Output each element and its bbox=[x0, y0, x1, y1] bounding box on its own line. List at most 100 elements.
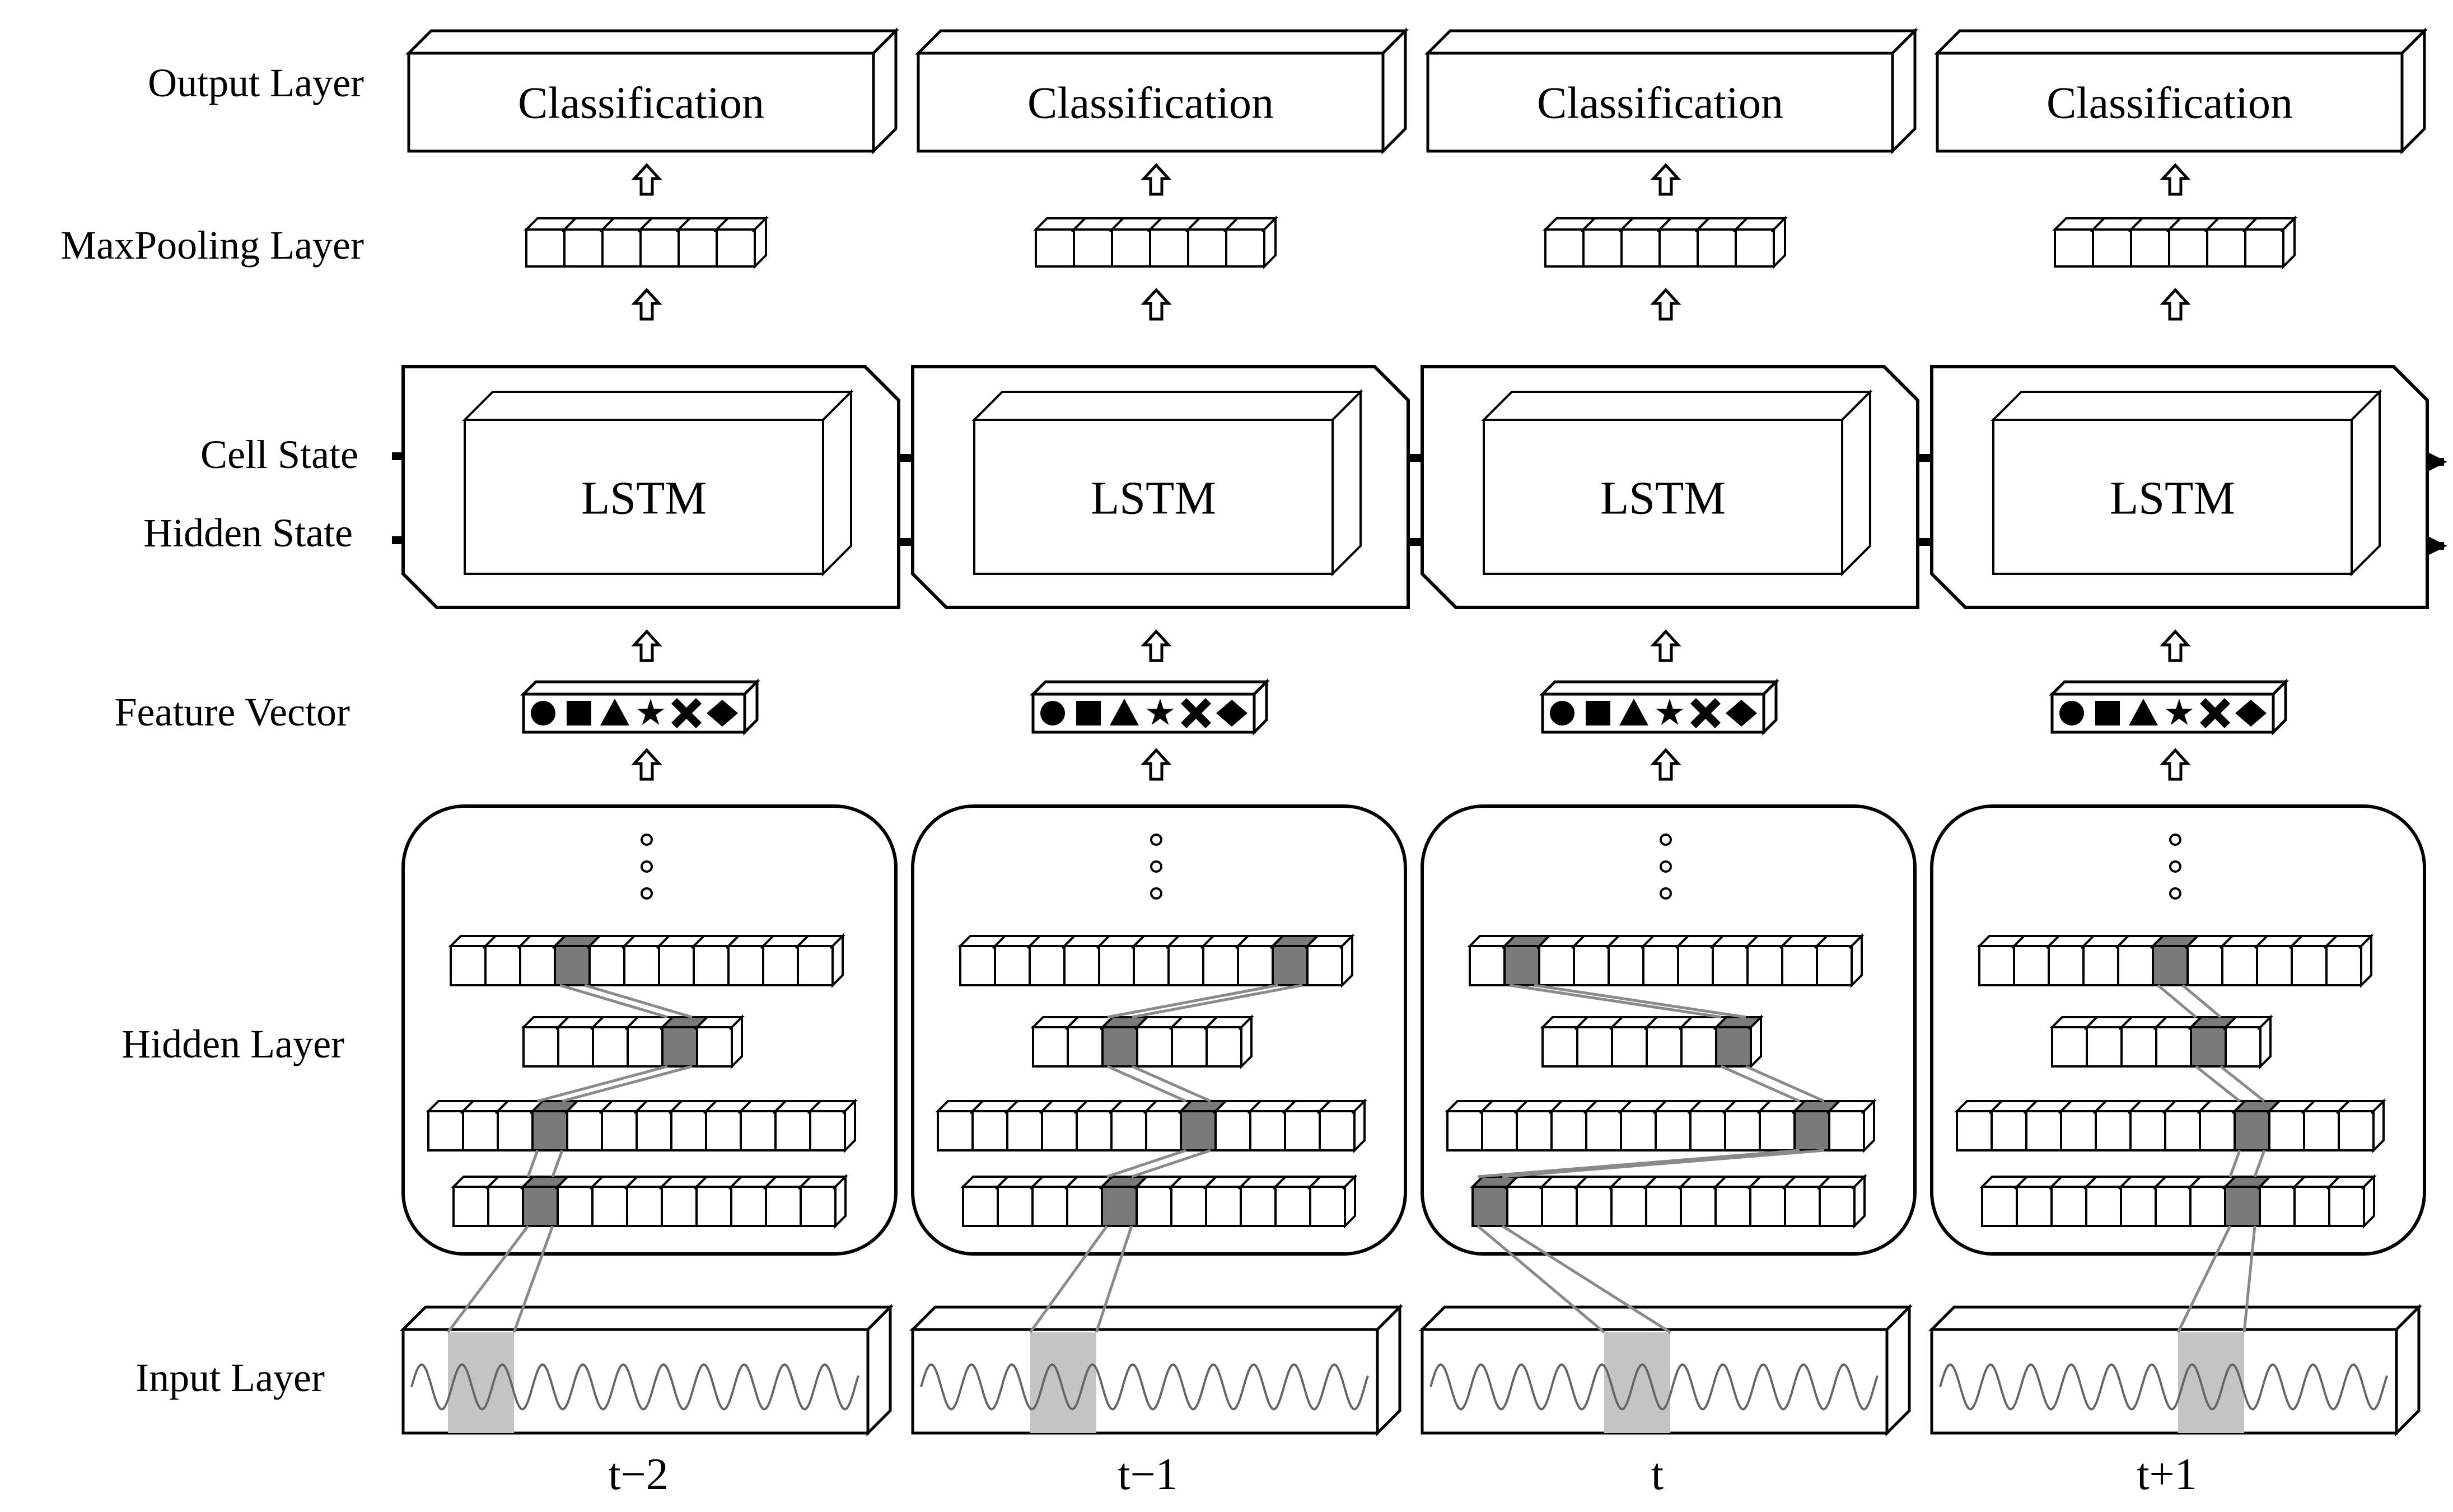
hidden-strip-0-cell bbox=[1573, 945, 1610, 986]
hidden-strip-3-cell bbox=[1240, 1186, 1277, 1227]
hidden-strip-3-cell bbox=[1136, 1186, 1172, 1227]
hidden-strip-1-cell bbox=[1576, 1026, 1613, 1068]
hidden-strip-3-cell bbox=[730, 1186, 767, 1227]
star-icon bbox=[1656, 699, 1684, 725]
row-label-input-layer: Input Layer bbox=[136, 1355, 325, 1400]
hidden-strip-3-cell bbox=[1981, 1186, 2018, 1227]
arrow-up-icon bbox=[2160, 288, 2191, 321]
hidden-strip-1-cell bbox=[2155, 1026, 2192, 1068]
hidden-strip-2-cell bbox=[2164, 1110, 2201, 1151]
lstm-box-side bbox=[2351, 389, 2381, 577]
hidden-strip-2-cell bbox=[809, 1110, 846, 1151]
lstm-box-top bbox=[462, 391, 854, 421]
hidden-strip-2-cell bbox=[2303, 1110, 2340, 1151]
hidden-strip-2-cell bbox=[2234, 1110, 2270, 1151]
hidden-strip-3-cell bbox=[1066, 1186, 1103, 1227]
maxpool-strip-cell bbox=[1620, 228, 1661, 268]
hidden-strip-0-end bbox=[831, 933, 844, 988]
maxpool-strip bbox=[2052, 216, 2297, 269]
cross-icon bbox=[2200, 698, 2230, 728]
hidden-strip-3-cell bbox=[1576, 1186, 1613, 1227]
square-icon bbox=[1586, 701, 1610, 725]
hidden-strip-1-cell bbox=[1611, 1026, 1648, 1068]
classification-box-top bbox=[1424, 29, 1919, 55]
maxpool-strip-cell bbox=[1073, 228, 1113, 268]
classification-label: Classification bbox=[1537, 79, 1783, 128]
hidden-strip-3 bbox=[451, 1174, 848, 1229]
maxpool-strip-cell bbox=[1735, 228, 1775, 268]
input-layer-box-top bbox=[399, 1305, 894, 1331]
feature-symbols bbox=[531, 698, 738, 728]
hidden-strip-2-cell bbox=[1724, 1110, 1761, 1151]
input-signal-wave bbox=[920, 1363, 1369, 1411]
ellipsis-dot bbox=[641, 887, 653, 900]
hidden-strip-3-cell bbox=[1645, 1186, 1682, 1227]
hidden-strip-2-cell bbox=[2338, 1110, 2375, 1151]
lstm-box-top bbox=[971, 391, 1363, 421]
classification-box-side bbox=[1381, 27, 1407, 155]
connector-line bbox=[584, 984, 693, 1019]
row-label-hidden-layer: Hidden Layer bbox=[122, 1022, 344, 1066]
connector-line bbox=[1106, 1149, 1186, 1178]
circle-icon bbox=[2059, 701, 2084, 725]
hidden-strip-3-cell bbox=[626, 1186, 663, 1227]
cross-icon-b bbox=[1690, 698, 1721, 728]
ellipsis-dot bbox=[2169, 860, 2181, 873]
hidden-strip-0-cell bbox=[1642, 945, 1679, 986]
diamond-icon bbox=[1726, 700, 1757, 727]
lstm-box-front bbox=[1483, 419, 1843, 575]
hidden-strip-3-cell bbox=[2016, 1186, 2053, 1227]
arrow-up-icon bbox=[631, 629, 662, 662]
maxpool-strip-cell bbox=[1225, 228, 1265, 268]
hidden-strip-0-cell bbox=[1538, 945, 1575, 986]
arrow-up-icon bbox=[1141, 748, 1172, 781]
ellipsis-dot bbox=[641, 834, 653, 846]
lstm-box-front bbox=[464, 419, 824, 575]
maxpool-strip-cell bbox=[2244, 228, 2284, 268]
hidden-strip-0-end bbox=[1341, 933, 1353, 988]
lstm-label: LSTM bbox=[1600, 472, 1726, 525]
hidden-strip-1-cell bbox=[1680, 1026, 1717, 1068]
hidden-strip-2-cell bbox=[1076, 1110, 1113, 1151]
hidden-strip-2-cell bbox=[462, 1110, 499, 1151]
hidden-strip-2-cell bbox=[1284, 1110, 1321, 1151]
classification-box bbox=[405, 27, 900, 155]
maxpool-strip bbox=[524, 216, 769, 269]
hidden-strip-0 bbox=[1977, 933, 2374, 988]
hidden-strip-3-end bbox=[834, 1174, 847, 1229]
hidden-strip-3-cell bbox=[1541, 1186, 1578, 1227]
cross-icon bbox=[1690, 698, 1721, 728]
hidden-strip-0-cell bbox=[1272, 945, 1309, 986]
classification-box-top bbox=[914, 29, 1409, 55]
input-layer-box-front bbox=[1930, 1328, 2398, 1435]
hidden-strip-0-cell bbox=[554, 945, 591, 986]
classification-box-side bbox=[2400, 27, 2426, 155]
hidden-strip-3-cell bbox=[2085, 1186, 2122, 1227]
diamond-icon bbox=[2235, 700, 2267, 727]
cross-icon-b bbox=[2200, 698, 2230, 728]
input-layer-box-side bbox=[1885, 1303, 1911, 1437]
hidden-strip-0-cell bbox=[588, 945, 625, 986]
hidden-strip-1-cell bbox=[1541, 1026, 1578, 1068]
hidden-strip-3-cell bbox=[1714, 1186, 1751, 1227]
hidden-strip-2-cell bbox=[1180, 1110, 1217, 1151]
diamond-icon bbox=[1216, 700, 1247, 727]
hidden-strip-1-cell bbox=[522, 1026, 559, 1068]
hidden-strip-2-cell bbox=[2129, 1110, 2166, 1151]
connector-line bbox=[512, 1225, 554, 1333]
hidden-strip-3-cell bbox=[695, 1186, 732, 1227]
hidden-strip-2-cell bbox=[1956, 1110, 1993, 1151]
feature-vector-box bbox=[1539, 678, 1780, 736]
hidden-strip-0-cell bbox=[762, 945, 799, 986]
hidden-strip-1 bbox=[1030, 1014, 1254, 1069]
input-layer-box-side bbox=[866, 1303, 892, 1437]
hidden-strip-3-cell bbox=[2050, 1186, 2087, 1227]
input-signal-wave bbox=[1429, 1363, 1879, 1411]
connector-line bbox=[1477, 1225, 1605, 1333]
arrow-up-icon bbox=[1141, 163, 1172, 196]
maxpool-strip-cell bbox=[563, 228, 604, 268]
hidden-strip-3-cell bbox=[1101, 1186, 1138, 1227]
